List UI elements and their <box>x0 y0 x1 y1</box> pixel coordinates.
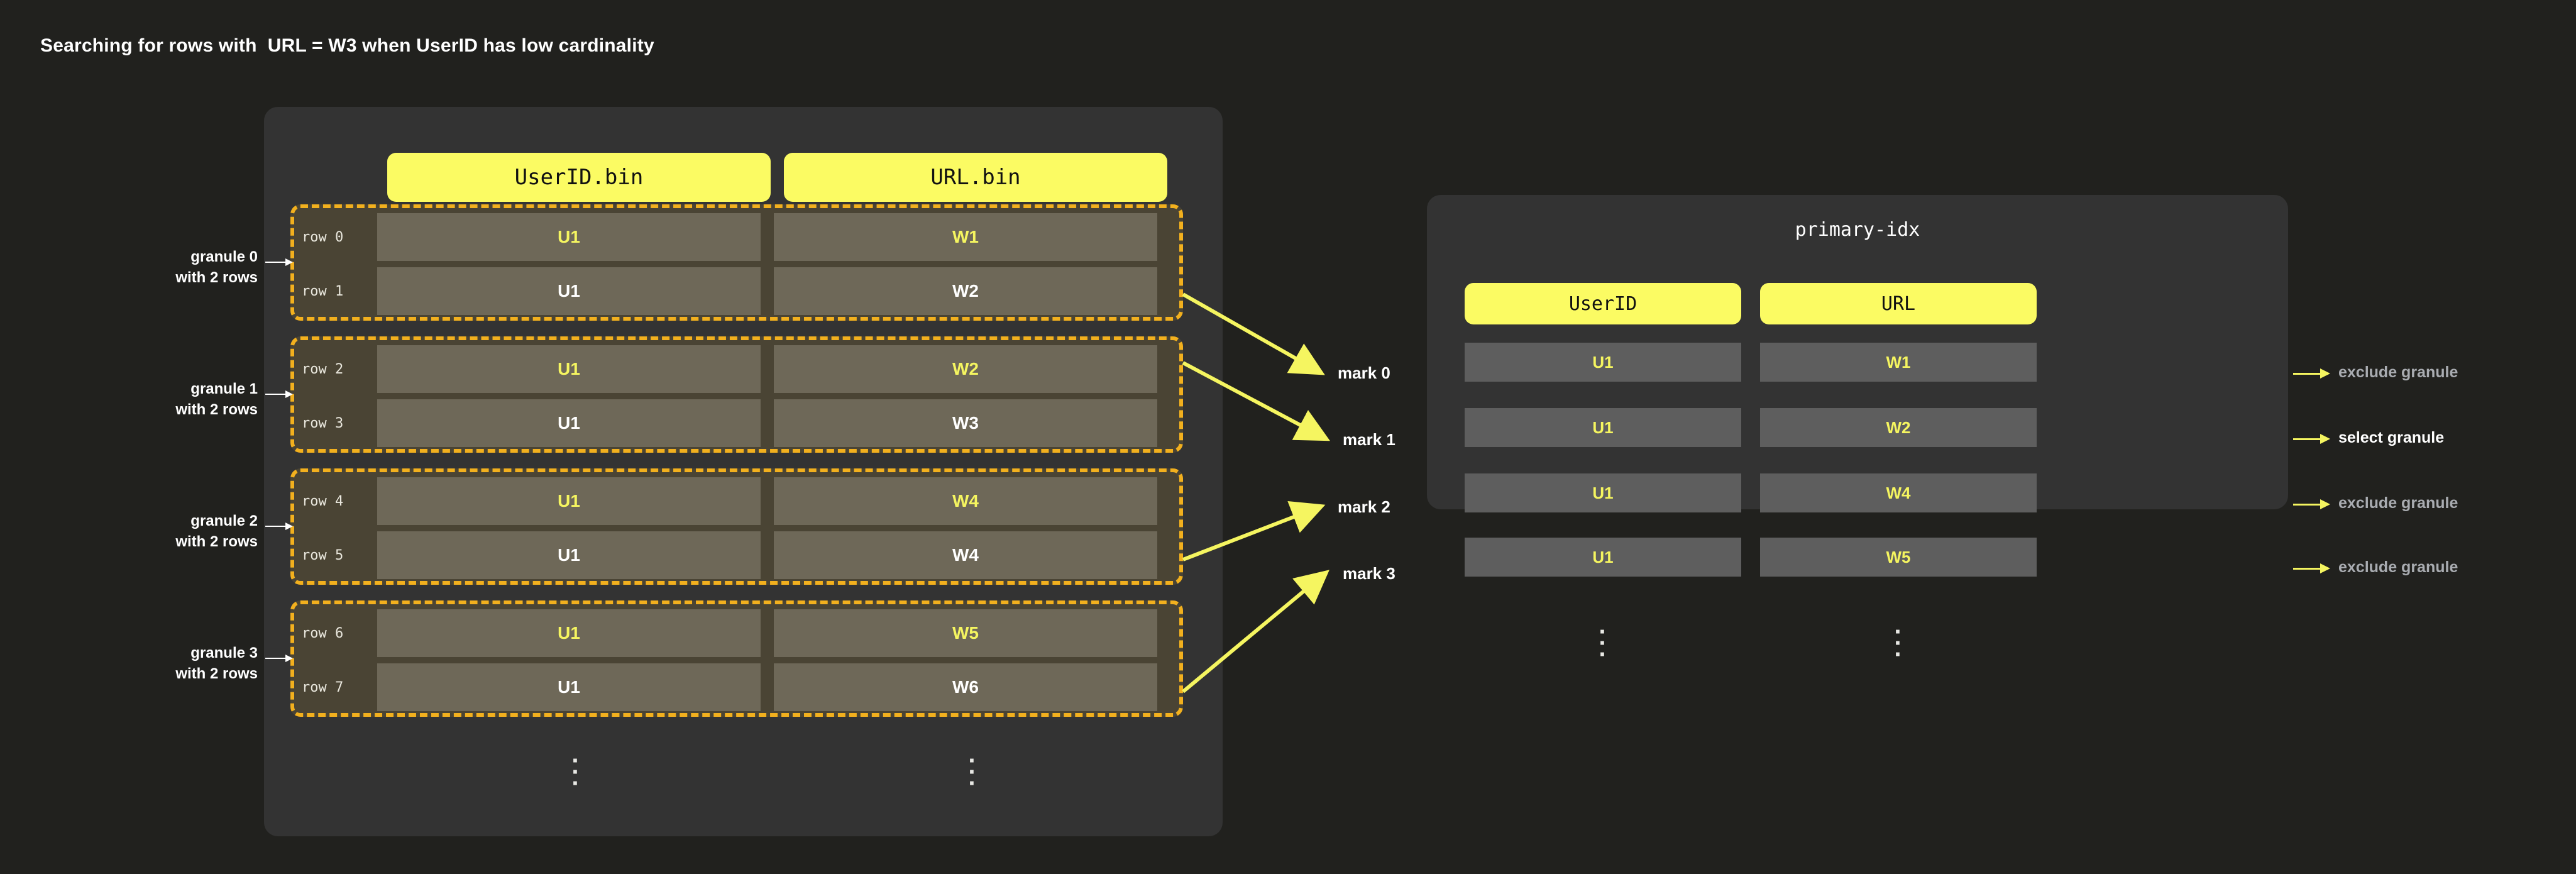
decision-arrow-icon-3 <box>2293 563 2330 573</box>
cell-userid: U1 <box>377 477 761 525</box>
table-row: row 7 U1 W6 <box>294 663 1179 711</box>
vertical-ellipsis-icon: ··· <box>571 747 580 797</box>
granule-annotation-3: granule 3 with 2 rows <box>175 644 258 683</box>
page-title: Searching for rows with URL = W3 when Us… <box>40 35 654 56</box>
vertical-ellipsis-icon: ··· <box>1894 618 1903 668</box>
cell-url: W6 <box>774 663 1157 711</box>
mark-label-0: mark 0 <box>1338 363 1390 382</box>
row-label: row 5 <box>302 547 344 563</box>
index-cell-url: W2 <box>1760 408 2037 447</box>
row-label: row 7 <box>302 679 344 695</box>
cell-userid: U1 <box>377 609 761 657</box>
cell-url: W4 <box>774 531 1157 579</box>
granule-annotation-1: granule 1 with 2 rows <box>175 380 258 419</box>
table-row: row 2 U1 W2 <box>294 345 1179 393</box>
cell-userid: U1 <box>377 663 761 711</box>
index-column-header-url: URL <box>1760 283 2037 324</box>
row-label: row 6 <box>302 625 344 641</box>
primary-index-title: primary-idx <box>1795 219 1920 241</box>
granule-arrow-icon-0 <box>265 258 293 266</box>
cell-url: W3 <box>774 399 1157 447</box>
decision-label-1: select granule <box>2338 429 2445 446</box>
decision-arrow-icon-0 <box>2293 368 2330 379</box>
mark-label-3: mark 3 <box>1343 564 1395 583</box>
vertical-ellipsis-icon: ··· <box>968 747 977 797</box>
granule-box-2[interactable]: row 4 U1 W4 row 5 U1 W4 <box>290 468 1183 585</box>
granule-annotation-2: granule 2 with 2 rows <box>175 512 258 551</box>
index-cell-userid: U1 <box>1465 408 1741 447</box>
decision-label-3: exclude granule <box>2338 558 2458 576</box>
table-row: row 5 U1 W4 <box>294 531 1179 579</box>
row-label: row 2 <box>302 361 344 377</box>
table-row: row 4 U1 W4 <box>294 477 1179 525</box>
granule-arrow-icon-1 <box>265 390 293 398</box>
table-row: row 6 U1 W5 <box>294 609 1179 657</box>
index-cell-userid: U1 <box>1465 343 1741 382</box>
granule-box-3[interactable]: row 6 U1 W5 row 7 U1 W6 <box>290 600 1183 717</box>
table-row: row 3 U1 W3 <box>294 399 1179 447</box>
granule-arrow-icon-2 <box>265 523 293 530</box>
row-label: row 0 <box>302 229 344 245</box>
cell-userid: U1 <box>377 531 761 579</box>
decision-label-0: exclude granule <box>2338 363 2458 381</box>
decision-arrow-icon-2 <box>2293 499 2330 509</box>
granule-box-1[interactable]: row 2 U1 W2 row 3 U1 W3 <box>290 336 1183 453</box>
cell-url: W5 <box>774 609 1157 657</box>
mark-label-2: mark 2 <box>1338 497 1390 516</box>
index-cell-url: W5 <box>1760 538 2037 577</box>
row-label: row 3 <box>302 415 344 431</box>
granule-annotation-0: granule 0 with 2 rows <box>175 248 258 287</box>
index-column-header-userid: UserID <box>1465 283 1741 324</box>
column-header-userid-bin: UserID.bin <box>387 153 771 202</box>
cell-url: W2 <box>774 345 1157 393</box>
column-header-url-bin: URL.bin <box>784 153 1167 202</box>
index-cell-url: W1 <box>1760 343 2037 382</box>
table-row: row 0 U1 W1 <box>294 213 1179 261</box>
decision-arrow-icon-1 <box>2293 434 2330 444</box>
cell-userid: U1 <box>377 267 761 315</box>
granule-box-0[interactable]: row 0 U1 W1 row 1 U1 W2 <box>290 204 1183 321</box>
decision-label-2: exclude granule <box>2338 494 2458 512</box>
vertical-ellipsis-icon: ··· <box>1599 618 1607 668</box>
row-label: row 1 <box>302 283 344 299</box>
table-row: row 1 U1 W2 <box>294 267 1179 315</box>
cell-userid: U1 <box>377 213 761 261</box>
cell-url: W4 <box>774 477 1157 525</box>
index-cell-userid: U1 <box>1465 473 1741 512</box>
cell-url: W2 <box>774 267 1157 315</box>
index-cell-userid: U1 <box>1465 538 1741 577</box>
index-cell-url: W4 <box>1760 473 2037 512</box>
cell-userid: U1 <box>377 399 761 447</box>
row-label: row 4 <box>302 493 344 509</box>
granule-arrow-icon-3 <box>265 655 293 662</box>
cell-userid: U1 <box>377 345 761 393</box>
cell-url: W1 <box>774 213 1157 261</box>
mark-label-1: mark 1 <box>1343 430 1395 449</box>
